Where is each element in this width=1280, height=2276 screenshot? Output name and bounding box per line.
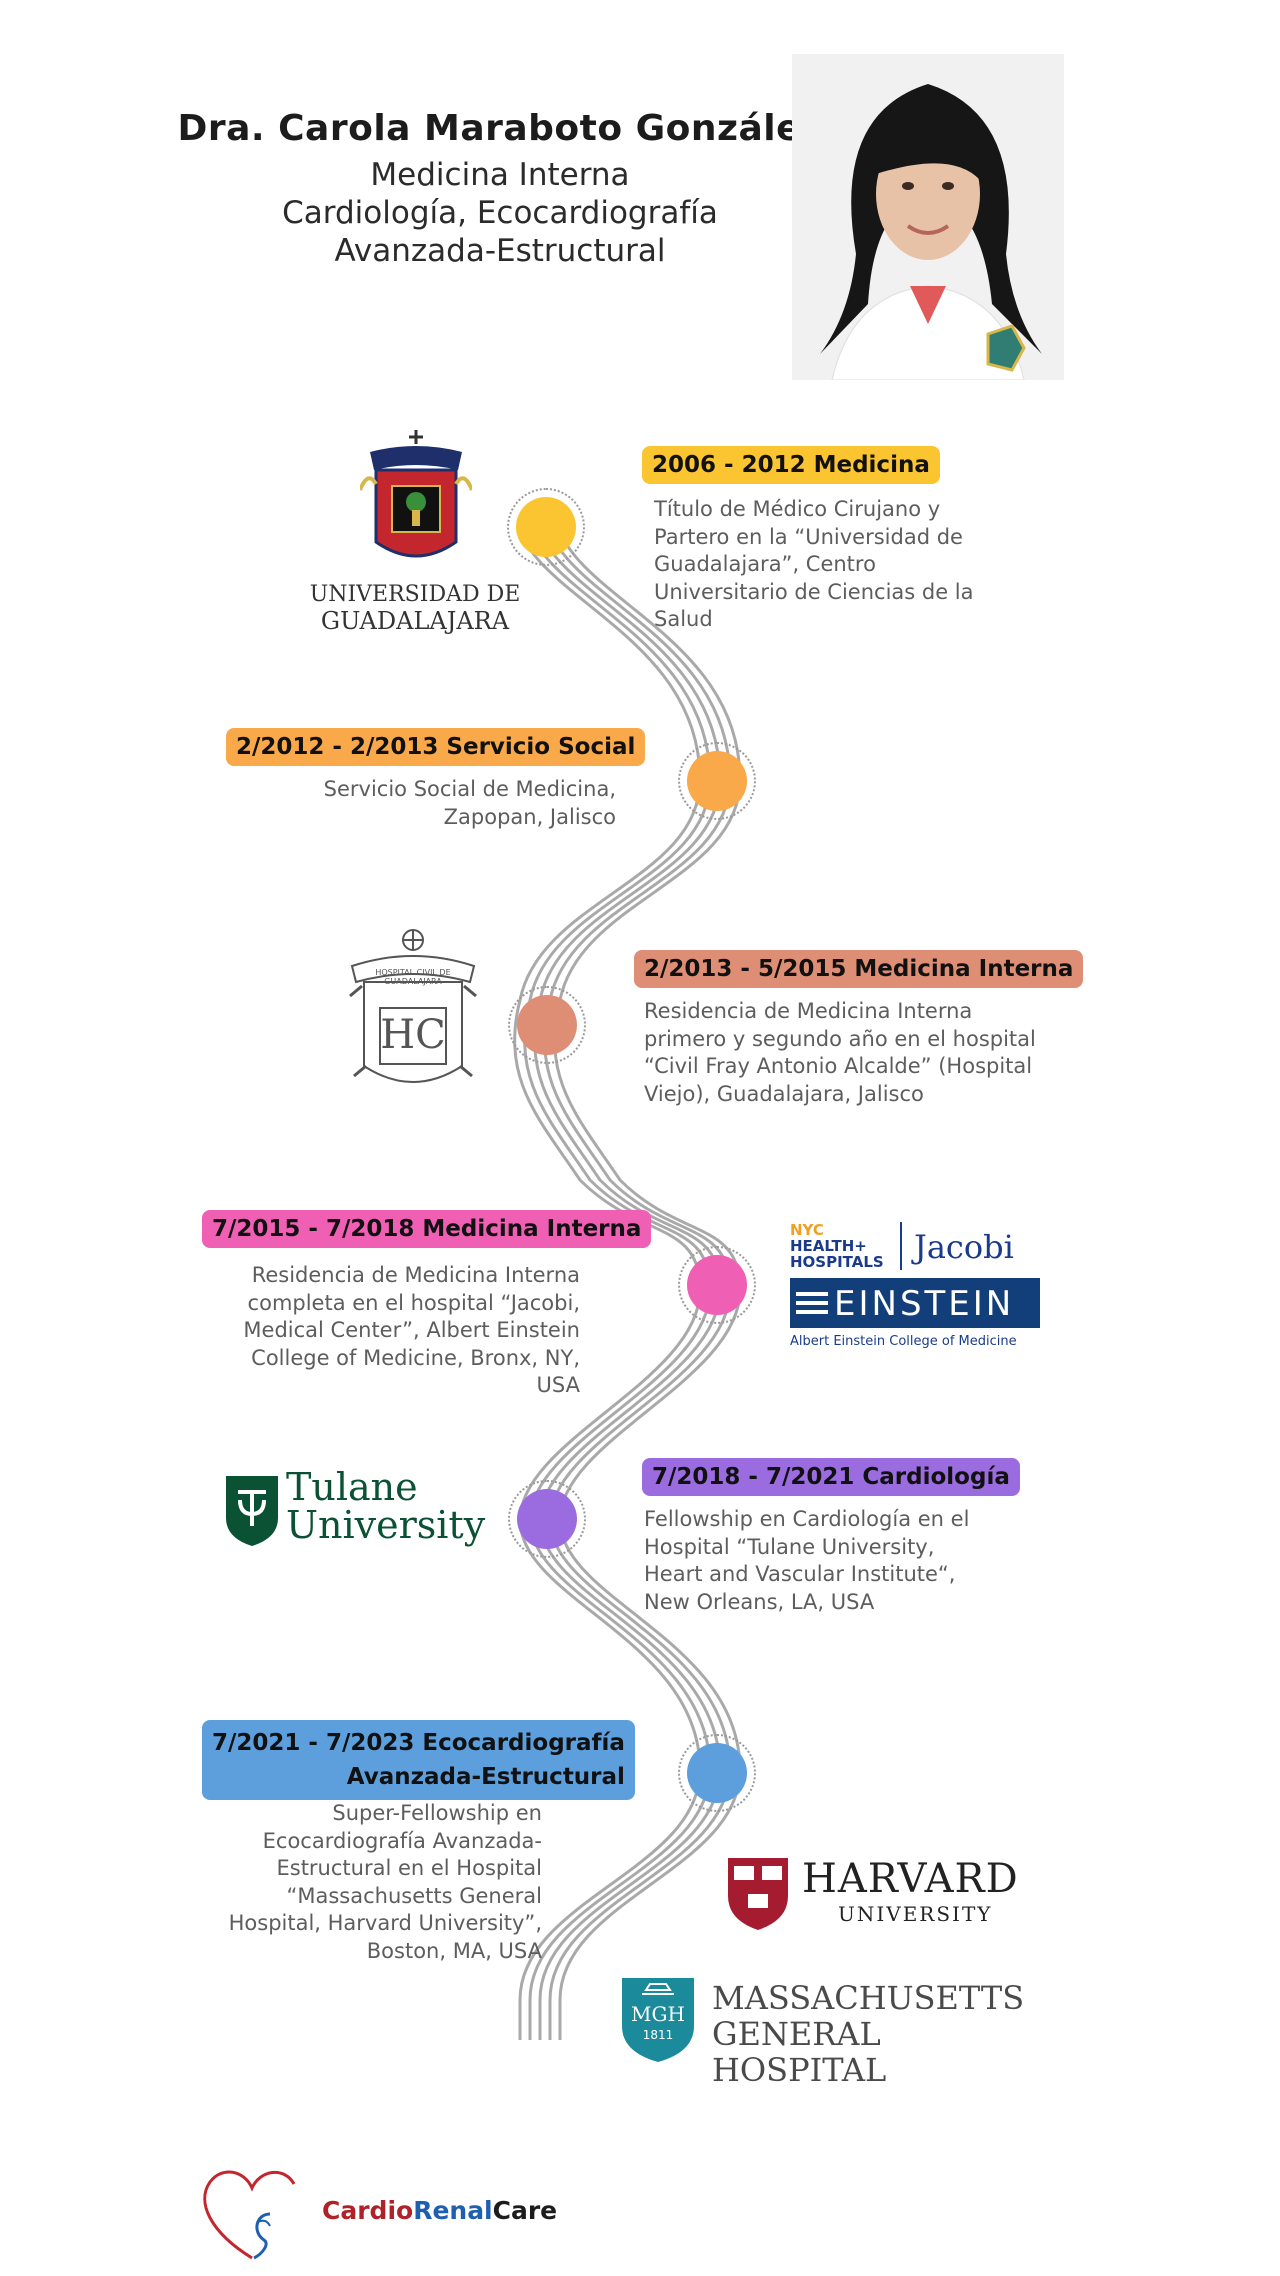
einstein-emblem-icon bbox=[796, 1292, 828, 1314]
harvard-logo: HARVARD UNIVERSITY bbox=[726, 1856, 1036, 1932]
harvard-shield-icon bbox=[728, 1858, 788, 1930]
mgh-shield-icon bbox=[622, 1978, 694, 2062]
milestone-1-tag: 2006 - 2012 Medicina bbox=[642, 446, 940, 484]
milestone-4-marker bbox=[678, 1246, 756, 1324]
milestone-1-marker bbox=[507, 488, 585, 566]
tulane-logo: Tulane University bbox=[224, 1468, 485, 1560]
brand-cardio: Cardio bbox=[322, 2196, 414, 2225]
jacobi-einstein-logo: NYC HEALTH+ HOSPITALS Jacobi EINSTEIN Al… bbox=[790, 1222, 1060, 1354]
cardiorenalcare-logo: CardioRenalCare bbox=[200, 2162, 600, 2262]
specialty-line-3: Avanzada-Estructural bbox=[334, 233, 666, 269]
hcg-seal-icon bbox=[349, 929, 477, 1083]
brand-care: Care bbox=[492, 2196, 558, 2225]
specialty-line-2: Cardiología, Ecocardiografía bbox=[282, 195, 718, 231]
doctor-photo bbox=[792, 54, 1064, 380]
mgh-logo: MGH 1811 MASSACHUSETTS GENERAL HOSPITAL bbox=[620, 1976, 1060, 2088]
milestone-5-marker bbox=[508, 1480, 586, 1558]
brand-renal: Renal bbox=[413, 2196, 493, 2225]
udg-crest-icon bbox=[360, 430, 472, 558]
specialty-line-1: Medicina Interna bbox=[370, 157, 630, 193]
milestone-3-tag: 2/2013 - 5/2015 Medicina Interna bbox=[634, 950, 1084, 988]
einstein-banner: EINSTEIN bbox=[790, 1278, 1040, 1328]
milestone-2-description: Servicio Social de Medicina,Zapopan, Jal… bbox=[323, 777, 616, 829]
milestone-2-tag: 2/2012 - 2/2013 Servicio Social bbox=[226, 728, 646, 766]
milestone-4-tag: 7/2015 - 7/2018 Medicina Interna bbox=[202, 1210, 652, 1248]
tulane-shield-icon bbox=[226, 1476, 278, 1546]
milestone-3-marker bbox=[508, 986, 586, 1064]
milestone-5-tag: 7/2018 - 7/2021 Cardiología bbox=[642, 1458, 1020, 1496]
udg-logo: UNIVERSIDAD DE GUADALAJARA bbox=[300, 430, 530, 640]
milestone-2-marker bbox=[678, 742, 756, 820]
milestone-6-marker bbox=[678, 1734, 756, 1812]
hcg-logo: HOSPITAL CIVIL DE GUADALAJARA HC bbox=[346, 926, 480, 1106]
doctor-name: Dra. Carola Maraboto González bbox=[177, 108, 823, 149]
heart-kidney-icon bbox=[203, 2170, 296, 2260]
